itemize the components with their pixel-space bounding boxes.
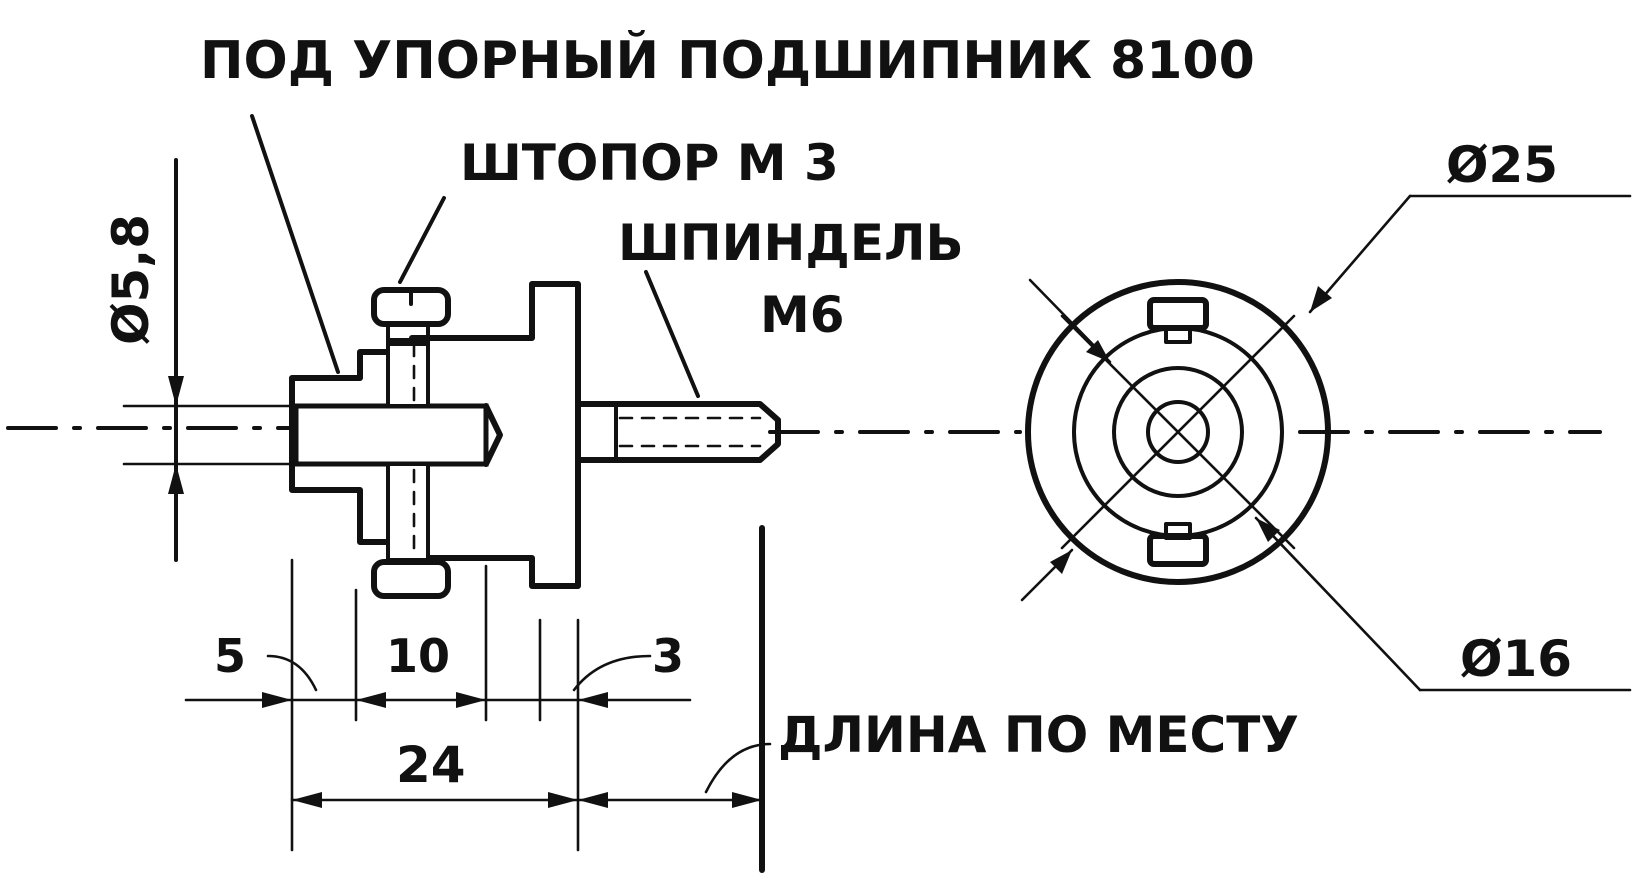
spindle (575, 401, 781, 463)
dimension-24-label: 24 (396, 736, 466, 794)
dimension-5-label: 5 (214, 629, 246, 683)
title-label: ПОД УПОРНЫЙ ПОДШИПНИК 8100 (200, 30, 1255, 91)
top-screw (371, 287, 451, 346)
bore-diameter-label: Ø5,8 (102, 214, 160, 345)
length-note-label: ДЛИНА ПО МЕСТУ (778, 706, 1299, 764)
collar-body-section (289, 281, 581, 589)
corkscrew-leader (398, 196, 446, 284)
dimension-10-label: 10 (386, 629, 450, 683)
title-leader (250, 114, 340, 374)
spindle-leader (644, 270, 700, 398)
length-dimensions (184, 525, 772, 873)
corkscrew-label: ШТОПОР М 3 (460, 134, 839, 192)
dimension-3-label: 3 (652, 629, 684, 683)
inner-diameter-label: Ø16 (1460, 630, 1572, 688)
bottom-screw (371, 559, 451, 599)
bore-diameter-dimension: Ø5,8 (102, 158, 292, 562)
spindle-thread-label: М6 (760, 286, 845, 344)
outer-diameter-label: Ø25 (1446, 136, 1558, 194)
end-view (1020, 194, 1632, 692)
spindle-label: ШПИНДЕЛЬ (618, 214, 964, 272)
